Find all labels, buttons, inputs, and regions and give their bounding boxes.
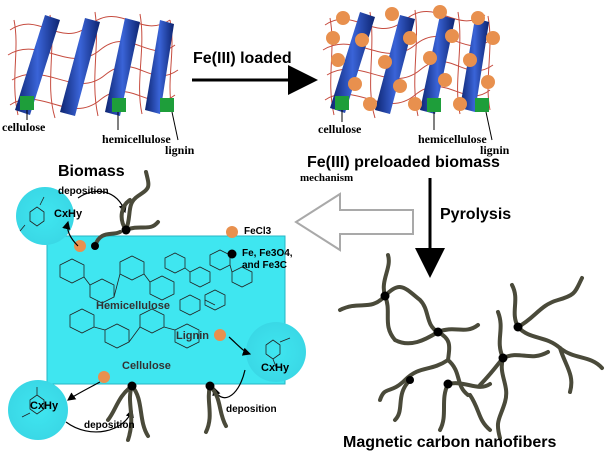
mechanism-box [46,235,286,385]
cxhy-bubble-top [16,187,74,245]
label-mechanism: mechanism [300,172,354,184]
fecl3-particle [98,371,110,383]
fe3-ions [326,5,500,111]
fecl3-particle [74,240,86,252]
fecl3-particle [214,329,226,341]
label-lignin-left: lignin [165,143,195,157]
cellulose-fibers [15,15,174,116]
legend-fe-line1: Fe, Fe3O4, [242,248,293,259]
label-biomass: Biomass [58,163,125,180]
label-box-cellulose: Cellulose [122,360,171,372]
legend-fe-line2: and Fe3C [242,260,288,271]
fe-preloaded-biomass-illustration [322,5,500,141]
label-pyrolysis: Pyrolysis [440,206,512,223]
label-deposition-bottom: deposition [84,420,135,431]
label-cxhy-bottom: CxHy [30,400,59,412]
iron-nanoparticles [380,291,523,389]
step-fe-loaded: Fe(III) loaded [193,50,292,67]
label-preloaded-biomass: Fe(III) preloaded biomass [307,154,500,171]
label-cellulose-left: cellulose [2,120,46,134]
hemicellulose-end-cap [112,98,126,112]
legend-fecl3: FeCl3 [244,226,272,237]
label-deposition-right: deposition [226,404,277,415]
biomass-structure-illustration [7,11,179,141]
mechanism-arrow [294,192,414,252]
label-hemicellulose-right: hemicellulose [418,132,487,146]
deposition-arrow-bottom [67,381,101,401]
label-lignin-right: lignin [480,143,510,157]
label-cellulose-right: cellulose [318,122,362,136]
label-box-lignin: Lignin [176,330,209,342]
label-deposition-top: deposition [58,186,109,197]
label-cxhy-right: CxHy [261,362,290,374]
carbon-nanofiber-network [338,253,604,440]
deposition-arrow-right [228,336,252,356]
label-magnetic-carbon-nanofibers: Magnetic carbon nanofibers [343,434,557,451]
cxhy-bubble-bottom [8,380,68,440]
legend-fecl3-marker [226,226,238,238]
label-cxhy-top: CxHy [54,208,83,220]
molecular-structures [59,249,253,349]
cxhy-bubble-right [246,322,306,382]
lignin-end-cap [160,98,174,112]
cellulose-end-cap [20,96,34,110]
label-hemicellulose-left: hemicellulose [102,132,171,146]
legend-fe-marker [227,249,237,259]
label-box-hemicellulose: Hemicellulose [96,300,170,312]
